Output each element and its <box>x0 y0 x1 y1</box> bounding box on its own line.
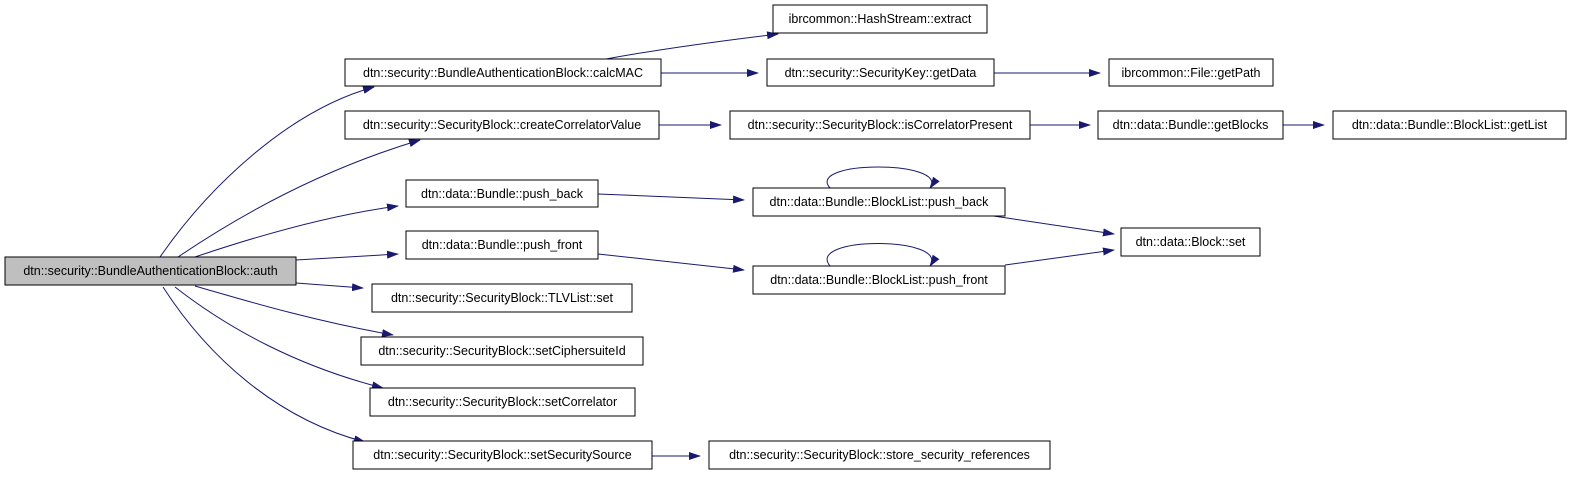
node-calcMAC-label: dtn::security::BundleAuthenticationBlock… <box>363 66 643 80</box>
node-getPath-label: ibrcommon::File::getPath <box>1122 66 1261 80</box>
node-bl-push-front-label: dtn::data::Bundle::BlockList::push_front <box>770 273 988 287</box>
node-createCorrelatorValue-label: dtn::security::SecurityBlock::createCorr… <box>363 118 641 132</box>
node-calcMAC[interactable]: dtn::security::BundleAuthenticationBlock… <box>344 58 662 87</box>
edge-push-front-bl-push-front <box>597 253 745 273</box>
node-setCiphersuiteId[interactable]: dtn::security::SecurityBlock::setCiphers… <box>360 336 644 366</box>
node-push-back[interactable]: dtn::data::Bundle::push_back <box>405 179 599 208</box>
node-getData-label: dtn::security::SecurityKey::getData <box>785 66 977 80</box>
edge-auth-tlv-set <box>295 282 364 292</box>
node-push-front[interactable]: dtn::data::Bundle::push_front <box>405 230 599 260</box>
edge-bl-push-back-self <box>826 166 940 189</box>
node-setSecuritySource-label: dtn::security::SecurityBlock::setSecurit… <box>373 448 631 462</box>
node-setCorrelator[interactable]: dtn::security::SecurityBlock::setCorrela… <box>369 387 636 417</box>
node-auth[interactable]: dtn::security::BundleAuthenticationBlock… <box>4 256 297 286</box>
node-getList[interactable]: dtn::data::Bundle::BlockList::getList <box>1332 110 1567 140</box>
edge-auth-setCiphersuiteId <box>194 285 394 338</box>
edge-auth-setSecuritySource <box>162 286 366 444</box>
node-setCorrelator-label: dtn::security::SecurityBlock::setCorrela… <box>388 395 617 409</box>
edge-auth-setCorrelator <box>174 286 384 390</box>
edge-bl-push-front-block-set <box>1004 247 1115 266</box>
node-getList-label: dtn::data::Bundle::BlockList::getList <box>1352 118 1548 132</box>
edge-calcMAC-extract <box>605 31 779 60</box>
edge-bl-push-front-self <box>826 243 940 267</box>
edge-push-back-bl-push-back <box>597 193 745 204</box>
node-bl-push-back-label: dtn::data::Bundle::BlockList::push_back <box>770 195 990 209</box>
edge-auth-calcMAC <box>159 86 375 258</box>
node-extract-label: ibrcommon::HashStream::extract <box>789 12 972 26</box>
edge-auth-createCorrelatorValue <box>177 139 421 258</box>
node-isCorrelatorPresent[interactable]: dtn::security::SecurityBlock::isCorrelat… <box>729 110 1031 140</box>
edge-bl-push-back-block-set <box>979 213 1115 237</box>
node-isCorrelatorPresent-label: dtn::security::SecurityBlock::isCorrelat… <box>748 118 1013 132</box>
node-getBlocks-label: dtn::data::Bundle::getBlocks <box>1113 118 1269 132</box>
node-setCiphersuiteId-label: dtn::security::SecurityBlock::setCiphers… <box>378 344 625 358</box>
node-getData[interactable]: dtn::security::SecurityKey::getData <box>766 58 995 87</box>
node-store-refs-label: dtn::security::SecurityBlock::store_secu… <box>729 448 1030 462</box>
node-push-back-label: dtn::data::Bundle::push_back <box>421 187 584 201</box>
node-bl-push-back[interactable]: dtn::data::Bundle::BlockList::push_back <box>752 187 1006 217</box>
edge-auth-push-back <box>194 203 399 258</box>
node-tlv-set-label: dtn::security::SecurityBlock::TLVList::s… <box>391 291 614 305</box>
node-block-set[interactable]: dtn::data::Block::set <box>1120 227 1261 257</box>
node-push-front-label: dtn::data::Bundle::push_front <box>422 238 583 252</box>
node-store-refs[interactable]: dtn::security::SecurityBlock::store_secu… <box>708 440 1051 470</box>
node-auth-label: dtn::security::BundleAuthenticationBlock… <box>23 264 277 278</box>
edge-auth-push-front <box>295 250 399 261</box>
edges <box>159 31 1325 460</box>
node-tlv-set[interactable]: dtn::security::SecurityBlock::TLVList::s… <box>371 283 633 313</box>
node-getBlocks[interactable]: dtn::data::Bundle::getBlocks <box>1097 110 1284 140</box>
node-setSecuritySource[interactable]: dtn::security::SecurityBlock::setSecurit… <box>352 440 653 470</box>
node-extract[interactable]: ibrcommon::HashStream::extract <box>772 4 988 34</box>
node-getPath[interactable]: ibrcommon::File::getPath <box>1108 58 1274 87</box>
node-block-set-label: dtn::data::Block::set <box>1136 235 1246 249</box>
node-createCorrelatorValue[interactable]: dtn::security::SecurityBlock::createCorr… <box>344 110 660 140</box>
node-bl-push-front[interactable]: dtn::data::Bundle::BlockList::push_front <box>752 265 1006 295</box>
